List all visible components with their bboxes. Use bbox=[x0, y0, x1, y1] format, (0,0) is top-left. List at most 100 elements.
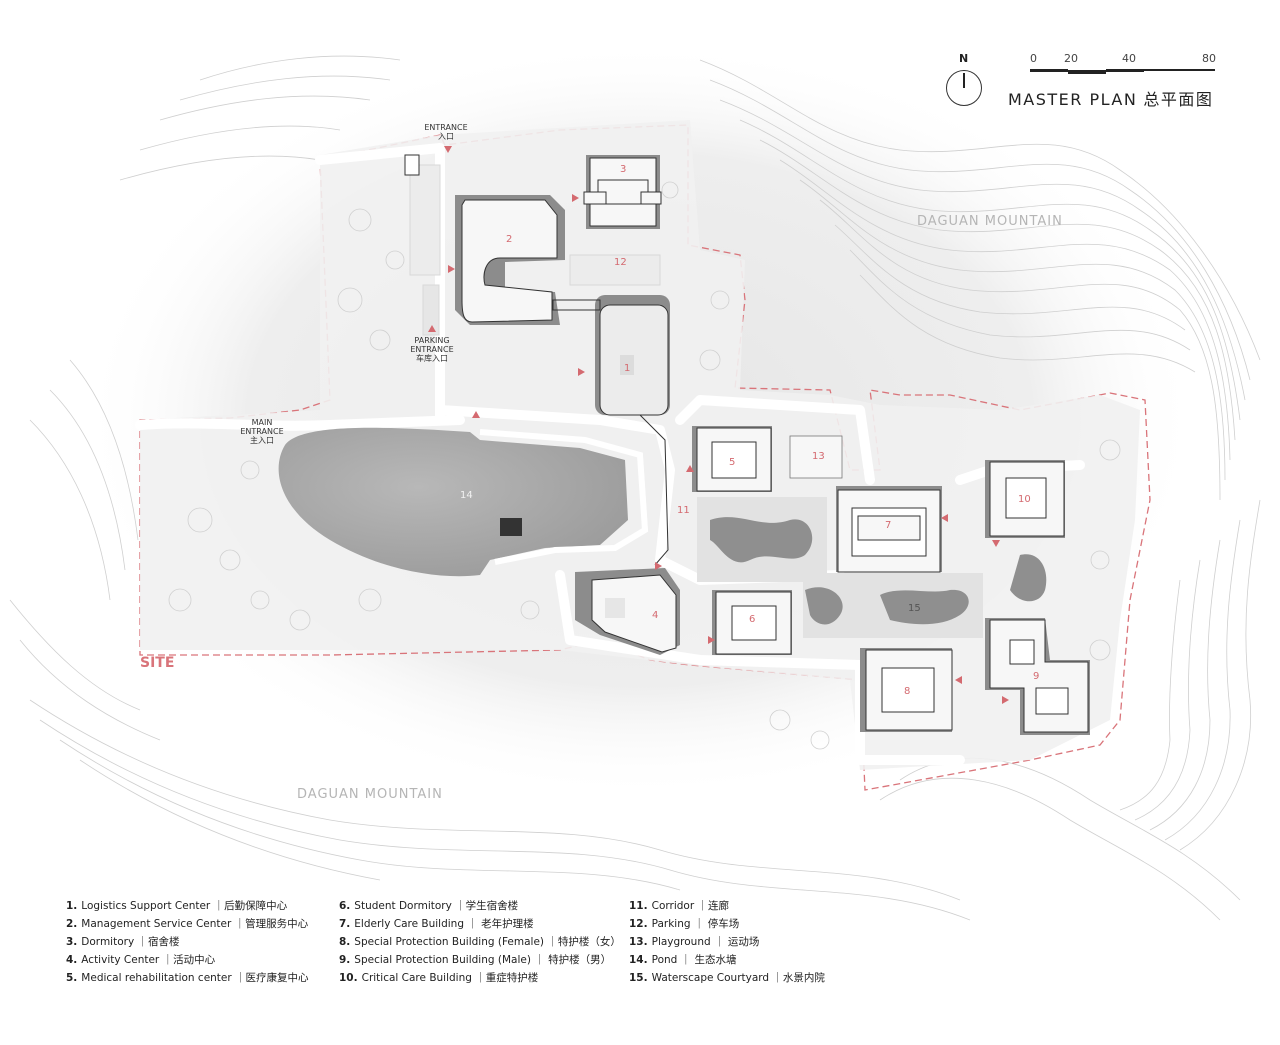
legend-text: Dormitory ｜宿舍楼 bbox=[81, 936, 180, 948]
legend-num: 3. bbox=[66, 936, 78, 948]
scale-label-80: 80 bbox=[1202, 52, 1216, 65]
plan-title-zh: 总平面图 bbox=[1143, 90, 1214, 109]
building-7 bbox=[836, 486, 942, 573]
legend-num: 9. bbox=[339, 954, 351, 966]
legend-text: Waterscape Courtyard ｜水景内院 bbox=[651, 972, 825, 984]
legend-column-2: 6.Student Dormitory ｜学生宿舍楼 7.Elderly Car… bbox=[339, 897, 621, 987]
legend-item: 10.Critical Care Building ｜重症特护楼 bbox=[339, 969, 621, 987]
trees bbox=[168, 181, 1121, 750]
legend-item: 5.Medical rehabilitation center ｜医疗康复中心 bbox=[66, 969, 309, 987]
scale-bar bbox=[1030, 69, 1215, 74]
building-number-14: 14 bbox=[460, 490, 473, 501]
entrance-label-parking: PARKING ENTRANCE 车库入口 bbox=[404, 336, 460, 363]
legend-text: Elderly Care Building ｜ 老年护理楼 bbox=[354, 918, 534, 930]
pond-14 bbox=[278, 427, 628, 577]
scale-label-20: 20 bbox=[1064, 52, 1078, 65]
legend-item: 11.Corridor ｜连廊 bbox=[629, 897, 825, 915]
building-5 bbox=[692, 426, 772, 492]
legend-num: 4. bbox=[66, 954, 78, 966]
building-number-10: 10 bbox=[1018, 494, 1031, 505]
building-number-4: 4 bbox=[652, 610, 659, 621]
pond-terrace bbox=[479, 429, 649, 565]
entrance-parking-en2: ENTRANCE bbox=[410, 345, 454, 354]
legend-text: Medical rehabilitation center ｜医疗康复中心 bbox=[81, 972, 309, 984]
building-2 bbox=[455, 195, 565, 325]
scale-label-0: 0 bbox=[1030, 52, 1037, 65]
building-number-12: 12 bbox=[614, 257, 627, 268]
legend-text: Corridor ｜连廊 bbox=[651, 900, 729, 912]
legend-item: 3.Dormitory ｜宿舍楼 bbox=[66, 933, 309, 951]
building-number-11: 11 bbox=[677, 505, 690, 516]
building-number-5: 5 bbox=[729, 457, 736, 468]
plan-title-en: MASTER PLAN bbox=[1008, 90, 1138, 109]
site-label: SITE bbox=[140, 655, 175, 671]
pond-pavilion bbox=[500, 518, 522, 536]
guard-house bbox=[404, 154, 420, 176]
waterscape-courtyard-15 bbox=[697, 497, 1047, 638]
legend-text: Management Service Center ｜管理服务中心 bbox=[81, 918, 309, 930]
entrance-arrows bbox=[428, 146, 1009, 704]
building-number-8: 8 bbox=[904, 686, 911, 697]
building-3 bbox=[583, 155, 662, 229]
legend-text: Pond ｜ 生态水塘 bbox=[651, 954, 737, 966]
legend-num: 8. bbox=[339, 936, 351, 948]
legend-num: 11. bbox=[629, 900, 648, 912]
building-10 bbox=[985, 460, 1065, 538]
legend-item: 12.Parking ｜ 停车场 bbox=[629, 915, 825, 933]
building-8 bbox=[860, 648, 953, 732]
legend-num: 13. bbox=[629, 936, 648, 948]
entrance-top-zh: 入口 bbox=[438, 132, 454, 141]
legend-num: 7. bbox=[339, 918, 351, 930]
legend-num: 5. bbox=[66, 972, 78, 984]
legend-item: 9.Special Protection Building (Male) ｜ 特… bbox=[339, 951, 621, 969]
legend-item: 13.Playground ｜ 运动场 bbox=[629, 933, 825, 951]
entrance-parking-en1: PARKING bbox=[414, 336, 450, 345]
building-number-7: 7 bbox=[885, 520, 892, 531]
legend-item: 4.Activity Center ｜活动中心 bbox=[66, 951, 309, 969]
entrance-parking-zh: 车库入口 bbox=[416, 354, 448, 363]
legend-item: 14.Pond ｜ 生态水塘 bbox=[629, 951, 825, 969]
north-label: N bbox=[959, 52, 969, 65]
legend-num: 6. bbox=[339, 900, 351, 912]
scale-label-40: 40 bbox=[1122, 52, 1136, 65]
mountain-label-east: DAGUAN MOUNTAIN bbox=[917, 214, 1063, 229]
legend-text: Special Protection Building (Female) ｜特护… bbox=[354, 936, 621, 948]
entrance-main-en2: ENTRANCE bbox=[240, 427, 284, 436]
legend-num: 14. bbox=[629, 954, 648, 966]
legend-item: 7.Elderly Care Building ｜ 老年护理楼 bbox=[339, 915, 621, 933]
entrance-main-zh: 主入口 bbox=[250, 436, 274, 445]
legend-num: 10. bbox=[339, 972, 358, 984]
title-block: N 0 20 40 80 MASTER PLAN 总平面图 bbox=[944, 52, 1234, 112]
legend-item: 8.Special Protection Building (Female) ｜… bbox=[339, 933, 621, 951]
building-1 bbox=[595, 295, 670, 416]
playground-13 bbox=[789, 435, 843, 479]
building-number-15: 15 bbox=[908, 603, 921, 614]
legend-item: 15.Waterscape Courtyard ｜水景内院 bbox=[629, 969, 825, 987]
legend-num: 1. bbox=[66, 900, 78, 912]
building-9 bbox=[985, 618, 1090, 735]
building-number-9: 9 bbox=[1033, 671, 1040, 682]
building-number-2: 2 bbox=[506, 234, 513, 245]
legend-text: Special Protection Building (Male) ｜ 特护楼… bbox=[354, 954, 612, 966]
parking-area bbox=[409, 164, 661, 336]
corridor-11 bbox=[552, 299, 669, 566]
legend-text: Student Dormitory ｜学生宿舍楼 bbox=[354, 900, 519, 912]
legend-text: Parking ｜ 停车场 bbox=[651, 918, 740, 930]
building-number-3: 3 bbox=[620, 164, 627, 175]
entrance-main-en1: MAIN bbox=[251, 418, 273, 427]
legend-item: 1.Logistics Support Center ｜后勤保障中心 bbox=[66, 897, 309, 915]
entrance-label-top: ENTRANCE 入口 bbox=[420, 123, 472, 141]
legend-item: 2.Management Service Center ｜管理服务中心 bbox=[66, 915, 309, 933]
contour-lines bbox=[9, 55, 1261, 921]
legend-num: 12. bbox=[629, 918, 648, 930]
legend-column-1: 1.Logistics Support Center ｜后勤保障中心 2.Man… bbox=[66, 897, 309, 987]
legend-column-3: 11.Corridor ｜连廊 12.Parking ｜ 停车场 13.Play… bbox=[629, 897, 825, 987]
legend-text: Playground ｜ 运动场 bbox=[651, 936, 760, 948]
legend-num: 2. bbox=[66, 918, 78, 930]
legend-text: Activity Center ｜活动中心 bbox=[81, 954, 216, 966]
legend-item: 6.Student Dormitory ｜学生宿舍楼 bbox=[339, 897, 621, 915]
mountain-label-south: DAGUAN MOUNTAIN bbox=[297, 787, 443, 802]
building-number-6: 6 bbox=[749, 614, 756, 625]
legend-num: 15. bbox=[629, 972, 648, 984]
